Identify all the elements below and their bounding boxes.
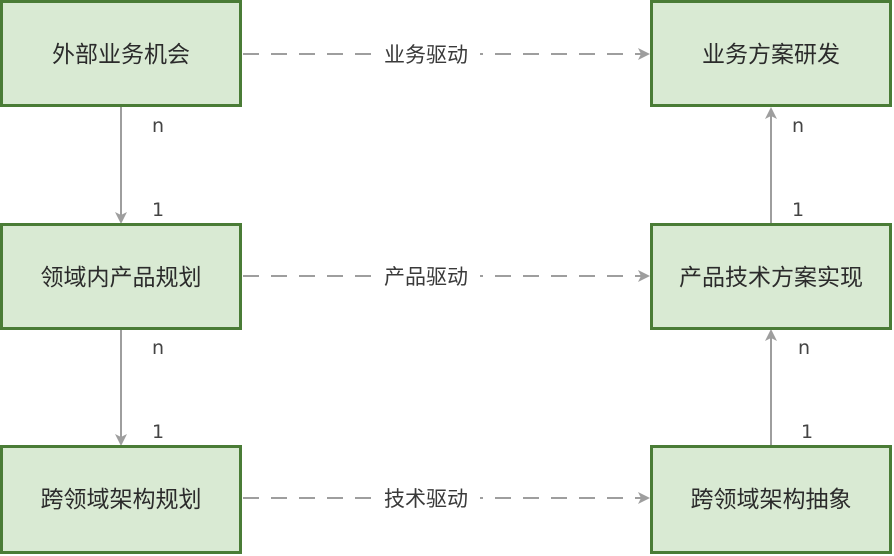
node-box	[650, 223, 892, 330]
tech-driven-label: 技术驱动	[384, 487, 468, 511]
edge-business-driven: 业务驱动	[243, 38, 650, 70]
multiplicity-many: n	[152, 337, 164, 359]
edge-product-driven: 产品驱动	[243, 260, 650, 292]
multiplicity-one: 1	[152, 199, 164, 221]
edge-label-background	[372, 38, 480, 70]
multiplicity-one: 1	[152, 421, 164, 443]
node-box	[0, 0, 242, 107]
multiplicity-many: n	[798, 337, 810, 359]
multiplicity-many: n	[792, 115, 804, 137]
multiplicity-one: 1	[792, 199, 804, 221]
edge-left-bottom-down: n 1	[115, 329, 164, 446]
node-external-business-opportunity: 外部业务机会	[0, 0, 242, 107]
edge-label-background	[372, 260, 480, 292]
product-driven-label: 产品驱动	[384, 265, 468, 289]
node-business-solution-rd: 业务方案研发	[650, 0, 892, 107]
node-box	[650, 445, 892, 554]
edge-right-bottom-up: n 1	[765, 329, 813, 446]
business-driven-label: 业务驱动	[384, 43, 468, 67]
node-label: 跨领域架构规划	[41, 487, 202, 513]
edge-tech-driven: 技术驱动	[243, 482, 650, 514]
node-label: 产品技术方案实现	[679, 265, 863, 291]
edge-left-top-down: n 1	[115, 107, 164, 224]
node-cross-domain-arch-planning: 跨领域架构规划	[0, 445, 242, 554]
multiplicity-one: 1	[801, 421, 813, 443]
node-box	[650, 0, 892, 107]
node-label: 业务方案研发	[702, 42, 840, 68]
edge-right-top-up: n 1	[765, 107, 804, 224]
node-label: 领域内产品规划	[41, 265, 202, 291]
node-cross-domain-arch-abstraction: 跨领域架构抽象	[650, 445, 892, 554]
node-box	[0, 445, 242, 554]
node-product-tech-solution: 产品技术方案实现	[650, 223, 892, 330]
edge-label-background	[372, 482, 480, 514]
node-label: 跨领域架构抽象	[691, 487, 852, 513]
node-domain-product-planning: 领域内产品规划	[0, 223, 242, 330]
multiplicity-many: n	[152, 115, 164, 137]
node-label: 外部业务机会	[52, 42, 190, 68]
node-box	[0, 223, 242, 330]
